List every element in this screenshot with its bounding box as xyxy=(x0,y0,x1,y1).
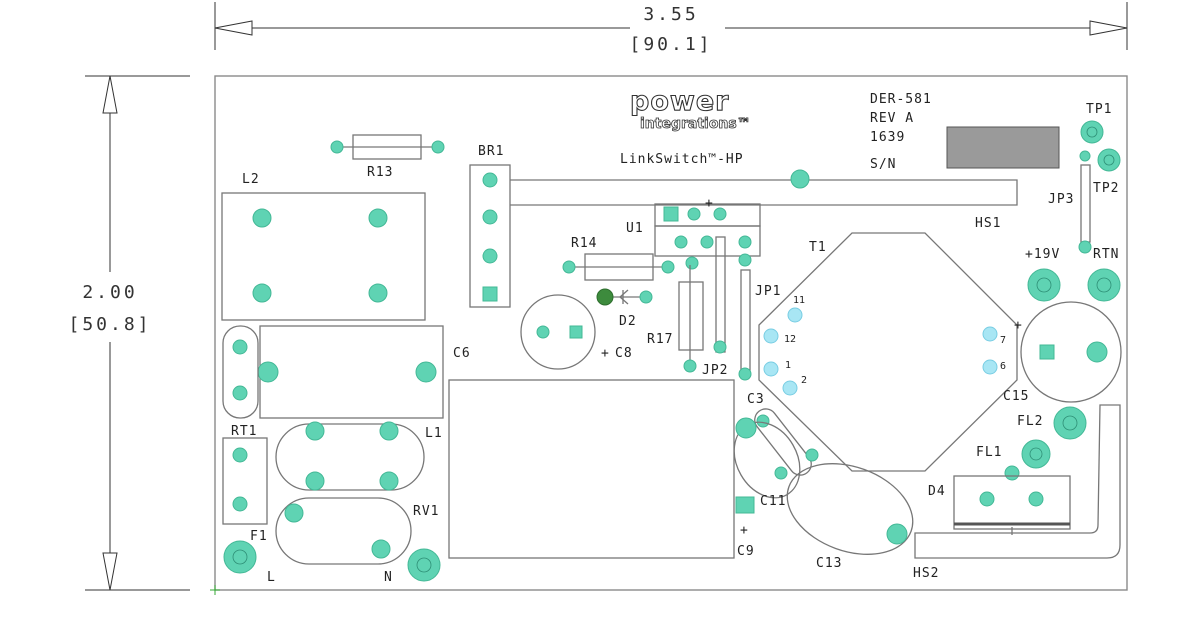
capacitor-c6 xyxy=(257,325,444,419)
label-fl2: FL2 xyxy=(1017,414,1043,429)
pin-1: 1 xyxy=(785,360,791,371)
label-f1: F1 xyxy=(250,529,268,544)
inductor-l1 xyxy=(275,421,425,491)
label-tp1: TP1 xyxy=(1086,102,1112,117)
heatsink-hs2 xyxy=(914,404,1121,559)
terminal-n xyxy=(407,548,441,582)
svg-text:integrations™: integrations™ xyxy=(640,116,751,132)
label-rv1: RV1 xyxy=(413,504,439,519)
varistor-rv1 xyxy=(275,497,412,565)
resistor-r14 xyxy=(562,253,699,281)
label-br1: BR1 xyxy=(478,144,504,159)
label-rtn: RTN xyxy=(1093,247,1119,262)
label-u1: U1 xyxy=(626,221,644,236)
label-c9: C9 xyxy=(737,544,755,559)
ic-u1 xyxy=(654,203,761,257)
capacitor-c3 xyxy=(754,408,819,476)
label-d4: D4 xyxy=(928,484,946,499)
width-dimension: 3.55 [90.1] xyxy=(214,2,1128,55)
revision: REV A xyxy=(870,111,914,126)
capacitor-c11 xyxy=(733,417,801,499)
label-l1: L1 xyxy=(425,426,443,441)
label-t1: T1 xyxy=(809,240,827,255)
label-jp3: JP3 xyxy=(1048,192,1074,207)
fuse-f1 xyxy=(222,437,268,525)
pin-11: 11 xyxy=(793,295,805,306)
label-c6: C6 xyxy=(453,346,471,361)
label-r17: R17 xyxy=(647,332,673,347)
inductor-l2 xyxy=(221,192,426,321)
c8-polarity: + xyxy=(601,346,610,361)
bridge-rectifier-br1 xyxy=(469,164,511,308)
power-integrations-logo: power integrations™ xyxy=(629,85,751,132)
label-r13: R13 xyxy=(367,165,393,180)
label-c11: C11 xyxy=(760,494,786,509)
terminal-l xyxy=(223,540,257,574)
label-19v: +19V xyxy=(1025,247,1060,262)
label-r14: R14 xyxy=(571,236,597,251)
u1-polarity: + xyxy=(705,196,714,211)
test-point-tp1 xyxy=(1080,120,1104,144)
diode-d2 xyxy=(596,288,653,306)
capacitor-c15 xyxy=(1020,301,1122,403)
height-dimension: 2.00 [50.8] xyxy=(68,75,190,591)
label-hs2: HS2 xyxy=(913,566,939,581)
capacitor-c13 xyxy=(786,463,914,555)
date-code: 1639 xyxy=(870,130,905,145)
label-c8: C8 xyxy=(615,346,633,361)
serial-label: S/N xyxy=(870,157,896,172)
width-inches: 3.55 xyxy=(643,4,698,25)
c15-polarity: + xyxy=(1014,318,1023,333)
design-number: DER-581 xyxy=(870,92,932,107)
jumper-jp1 xyxy=(738,253,752,381)
label-fl1: FL1 xyxy=(976,445,1002,460)
jumper-jp3 xyxy=(1078,150,1092,254)
pin-6: 6 xyxy=(1000,361,1006,372)
height-mm: [50.8] xyxy=(68,314,151,335)
terminal-rtn xyxy=(1087,268,1121,302)
label-rt1: RT1 xyxy=(231,424,257,439)
pin-2: 2 xyxy=(801,375,807,386)
c9-polarity: + xyxy=(740,523,749,538)
resistor-r17 xyxy=(678,265,704,373)
width-mm: [90.1] xyxy=(629,34,712,55)
svg-text:power: power xyxy=(630,86,729,117)
label-d2: D2 xyxy=(619,314,637,329)
label-tp2: TP2 xyxy=(1093,181,1119,196)
label-l2: L2 xyxy=(242,172,260,187)
label-jp2: JP2 xyxy=(702,363,728,378)
jumper-jp2 xyxy=(713,236,727,354)
product-name: LinkSwitch™-HP xyxy=(620,152,744,167)
ferrite-fl1 xyxy=(1004,439,1051,481)
label-n: N xyxy=(384,570,393,585)
heatsink-hs1 xyxy=(510,169,1018,206)
thermistor-rt1 xyxy=(222,325,259,419)
serial-number-block xyxy=(946,126,1060,169)
test-point-tp2 xyxy=(1097,148,1121,172)
ferrite-fl2 xyxy=(1053,406,1087,440)
capacitor-c8 xyxy=(520,294,596,370)
diode-d4 xyxy=(953,475,1071,535)
label-l: L xyxy=(267,570,276,585)
capacitor-c9 xyxy=(448,379,755,559)
label-c3: C3 xyxy=(747,392,765,407)
label-jp1: JP1 xyxy=(755,284,781,299)
transformer-t1 xyxy=(758,232,1018,472)
height-inches: 2.00 xyxy=(82,282,137,303)
label-c15: C15 xyxy=(1003,389,1029,404)
terminal-19v xyxy=(1027,268,1061,302)
origin-marker xyxy=(210,585,220,595)
label-hs1: HS1 xyxy=(975,216,1001,231)
resistor-r13 xyxy=(330,134,445,160)
pin-7: 7 xyxy=(1000,335,1006,346)
board-outline xyxy=(214,75,1128,591)
label-c13: C13 xyxy=(816,556,842,571)
pin-12: 12 xyxy=(784,334,796,345)
